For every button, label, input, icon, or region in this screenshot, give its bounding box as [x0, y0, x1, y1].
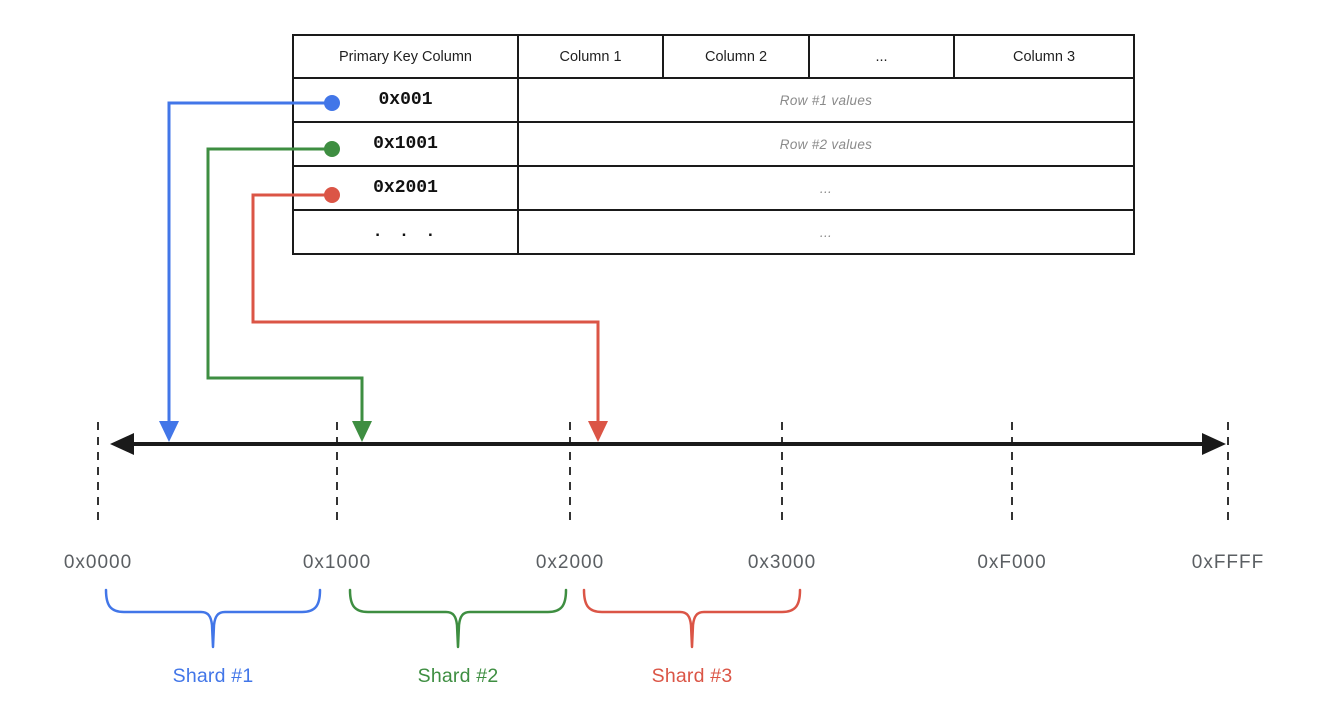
primary-key-value: 0x1001 — [292, 121, 519, 167]
tick-label-0x3000: 0x3000 — [747, 552, 817, 573]
primary-key-value: 0x001 — [292, 77, 519, 123]
row-values: Row #1 values — [517, 77, 1135, 123]
tick-label-0x0000: 0x0000 — [63, 552, 133, 573]
down-arrowhead-icon — [159, 421, 179, 442]
down-arrowhead-icon — [352, 421, 372, 442]
shard-1-brace — [104, 588, 322, 649]
left-arrowhead-icon — [110, 433, 134, 455]
primary-key-table: Primary Key Column Column 1 Column 2 ...… — [292, 34, 1135, 255]
tick-label-0x2000: 0x2000 — [535, 552, 605, 573]
shard-3-label: Shard #3 — [651, 665, 733, 687]
tick-label-0xF000: 0xF000 — [977, 552, 1047, 573]
down-arrowhead-icon — [588, 421, 608, 442]
primary-key-ellipsis: . . . — [292, 209, 519, 255]
table-row: . . . ... — [292, 209, 1135, 255]
shard-3-brace — [582, 588, 802, 649]
key-space-number-line — [110, 433, 1226, 455]
header-column-3: Column 3 — [953, 34, 1135, 79]
table-row: 0x001 Row #1 values — [292, 77, 1135, 123]
header-column-2: Column 2 — [662, 34, 810, 79]
row-values: ... — [517, 165, 1135, 211]
shard-2-label: Shard #2 — [417, 665, 499, 687]
shard-1-label: Shard #1 — [172, 665, 254, 687]
header-primary-key-column: Primary Key Column — [292, 34, 519, 79]
primary-key-value: 0x2001 — [292, 165, 519, 211]
table-row: 0x1001 Row #2 values — [292, 121, 1135, 167]
table-row: 0x2001 ... — [292, 165, 1135, 211]
row-values: ... — [517, 209, 1135, 255]
header-column-ellipsis: ... — [808, 34, 955, 79]
header-column-1: Column 1 — [517, 34, 664, 79]
shard-2-brace — [348, 588, 568, 649]
axis-tick-lines — [97, 422, 1229, 527]
tick-label-0x1000: 0x1000 — [302, 552, 372, 573]
right-arrowhead-icon — [1202, 433, 1226, 455]
tick-label-0xFFFF: 0xFFFF — [1191, 552, 1265, 573]
table-header-row: Primary Key Column Column 1 Column 2 ...… — [292, 34, 1135, 79]
row-values: Row #2 values — [517, 121, 1135, 167]
